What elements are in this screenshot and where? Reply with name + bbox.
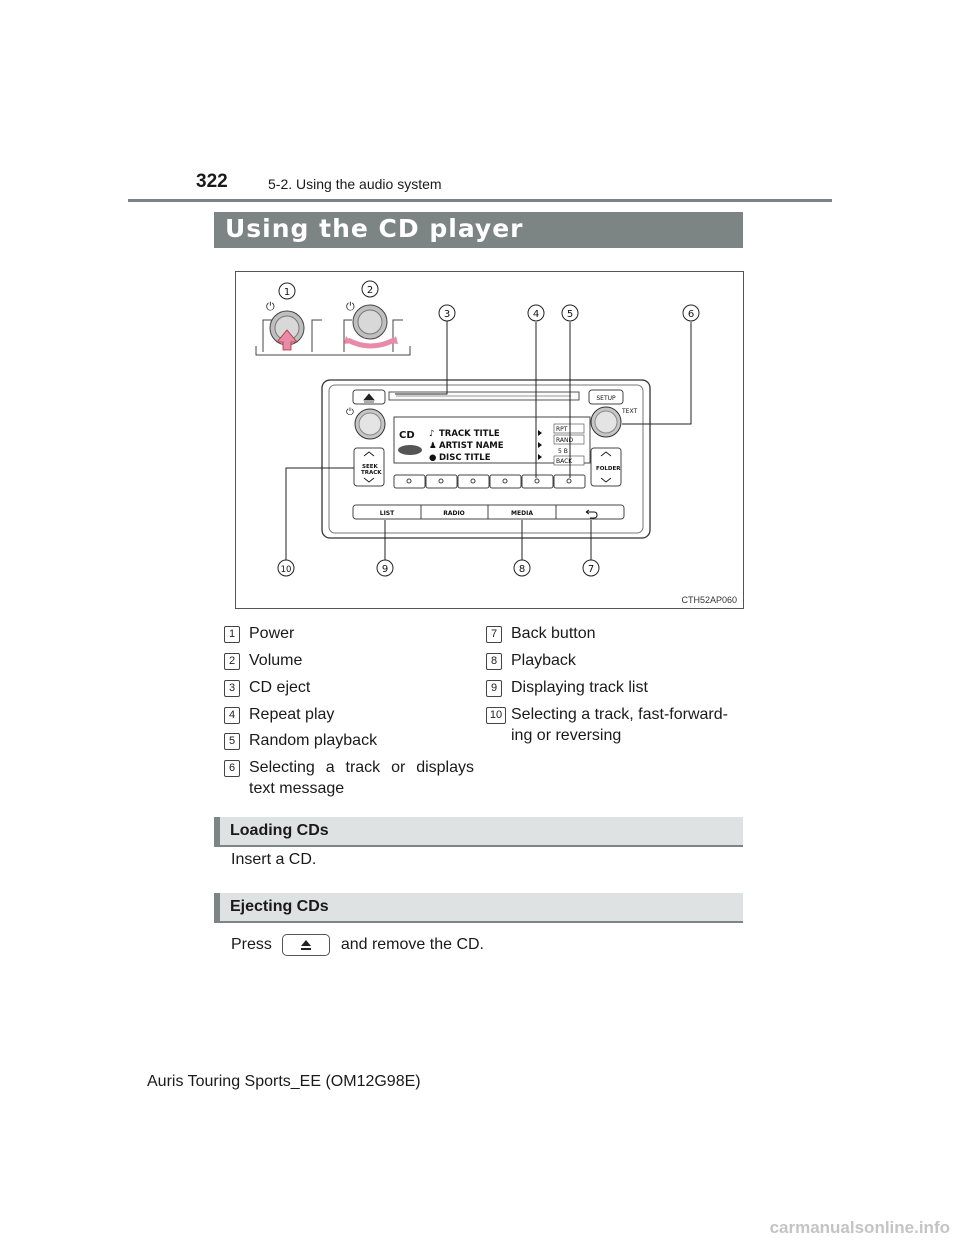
eject-icon: [301, 940, 312, 950]
ejecting-cds-heading-text: Ejecting CDs: [230, 898, 329, 915]
callout-circles: [277, 280, 700, 577]
audio-unit-illustration: ⏻ ⏻ SETUP ⏻: [255, 280, 700, 577]
power-knob-inset: ⏻: [262, 300, 322, 352]
legend-text: Random playback: [249, 732, 378, 749]
legend-number: 5: [224, 733, 240, 750]
callout-8: 8: [519, 564, 525, 575]
legend-number: 4: [224, 707, 240, 724]
track-label: TRACK: [361, 470, 382, 476]
folder-label: FOLDER: [596, 466, 621, 472]
title-banner: Using the CD player: [214, 212, 743, 248]
figure-code: CTH52AP060: [681, 595, 737, 605]
power-symbol-icon: ⏻: [346, 300, 355, 313]
svg-text:⏻: ⏻: [346, 407, 354, 418]
rand-indicator: RAND: [556, 437, 574, 444]
setup-label: SETUP: [596, 395, 616, 402]
radio-label: RADIO: [443, 510, 465, 517]
legend-text: Selecting a track or displays text messa…: [249, 759, 474, 797]
legend-number: 9: [486, 680, 502, 697]
artist-name-display: ARTIST NAME: [439, 441, 504, 451]
back-indicator: BACK: [556, 458, 573, 465]
callout-3: 3: [444, 309, 450, 320]
legend-text: Repeat play: [249, 706, 335, 723]
page-number: 322: [196, 171, 228, 192]
callout-6: 6: [688, 309, 694, 320]
legend-number: 7: [486, 626, 502, 643]
callout-9: 9: [382, 564, 388, 575]
volume-knob-inset: ⏻: [343, 300, 403, 352]
seek-label: SEEK: [362, 464, 378, 470]
callout-leaders: [285, 320, 692, 568]
callout-5: 5: [567, 309, 573, 320]
watermark: carmanualsonline.info: [769, 1218, 950, 1237]
legend-number: 3: [224, 680, 240, 697]
callout-10: 10: [281, 565, 292, 575]
page-title: Using the CD player: [225, 214, 524, 243]
legend-text: Selecting a track, fast-forward-ing or r…: [511, 706, 728, 744]
svg-text:♪: ♪: [429, 429, 434, 439]
svg-text:●: ●: [429, 453, 436, 463]
callout-4: 4: [533, 309, 539, 320]
rpt-indicator: RPT: [556, 426, 568, 433]
legend-number: 6: [224, 760, 240, 777]
cd-display-label: CD: [399, 430, 415, 441]
loading-cds-text: Insert a CD.: [231, 851, 317, 868]
ejecting-text-after: and remove the CD.: [340, 936, 484, 954]
legend-text: Power: [249, 625, 295, 642]
footer-model: Auris Touring Sports_EE (OM12G98E): [147, 1073, 421, 1090]
audio-unit-figure: ⏻ ⏻ SETUP ⏻: [235, 271, 744, 609]
legend-text: Volume: [249, 652, 303, 669]
audio-head-unit: SETUP ⏻ TEXT CD ♪ TRACK TITLE ♟ ARTIST N…: [321, 379, 651, 539]
legend-text: Back button: [511, 625, 596, 642]
power-symbol-icon: ⏻: [266, 300, 275, 313]
section-path: 5-2. Using the audio system: [268, 176, 442, 192]
callout-1: 1: [284, 287, 290, 298]
svg-text:♟: ♟: [429, 441, 437, 451]
header-rule: [128, 199, 832, 202]
ejecting-cds-text: Press and remove the CD.: [231, 934, 484, 956]
list-label: LIST: [380, 510, 395, 517]
ejecting-cds-heading: Ejecting CDs: [214, 893, 743, 923]
loading-cds-heading: Loading CDs: [214, 817, 743, 847]
legend-number: 1: [224, 626, 240, 643]
disc-title-display: DISC TITLE: [439, 453, 491, 463]
legend-number: 8: [486, 653, 502, 670]
loading-cds-heading-text: Loading CDs: [230, 822, 329, 839]
callout-7: 7: [588, 564, 594, 575]
eject-button: [282, 934, 331, 956]
back-arrow-icon: [585, 509, 598, 519]
eject-icon: [363, 393, 375, 403]
legend-text: Playback: [511, 652, 576, 669]
text-label: TEXT: [621, 408, 637, 415]
media-label: MEDIA: [511, 510, 533, 517]
scan-indicator: 5 B: [558, 448, 568, 455]
legend-text: CD eject: [249, 679, 311, 696]
legend-text: Displaying track list: [511, 679, 648, 696]
callout-2: 2: [367, 285, 373, 296]
ejecting-text-before: Press: [231, 936, 272, 954]
legend-number: 10: [486, 707, 506, 724]
legend-number: 2: [224, 653, 240, 670]
track-title-display: TRACK TITLE: [439, 429, 500, 439]
